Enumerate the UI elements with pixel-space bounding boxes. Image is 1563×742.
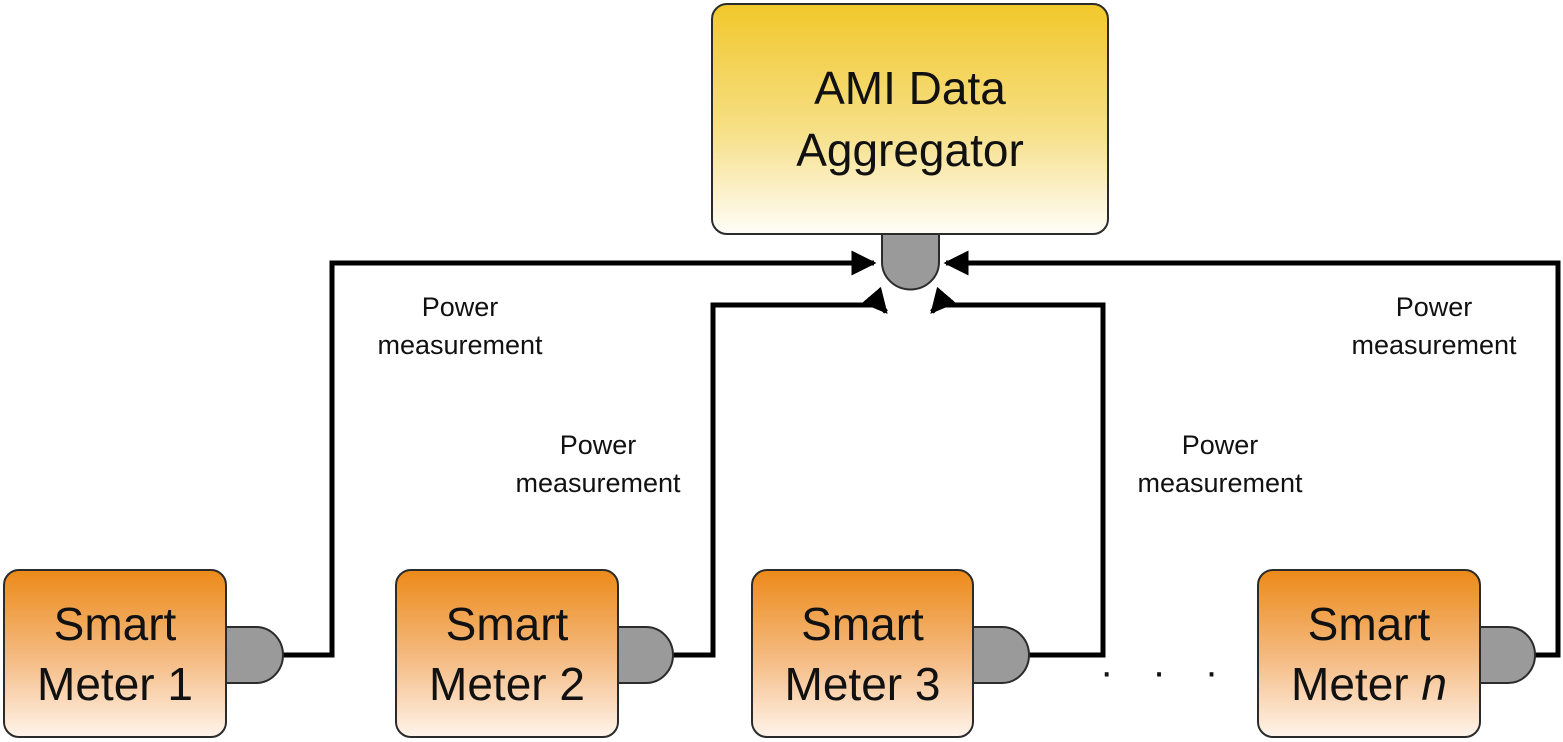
connector-meter-2 [672,286,888,658]
meter-3-port [972,626,1030,684]
meter-n-label-line2: Meter n [1291,657,1447,710]
meter-n-label-line1: Smart [1307,597,1431,650]
aggregator-label-line2: Aggregator [796,124,1024,176]
meter-3-label-line2: Meter 3 [784,657,941,710]
edge-label-meter-n: Power measurement [1351,292,1517,360]
edge-label-meter-1: Power measurement [377,292,543,360]
meter-2-index: 2 [559,657,585,710]
meter-3-index: 3 [914,657,941,710]
smart-meter-3-box: Smart Meter 3 [751,569,974,738]
meter-n-port [1479,626,1536,684]
meter-1-label-line1: Smart [53,597,177,650]
meter-2-port [617,626,674,684]
smart-meter-n-box: Smart Meter n [1257,569,1481,738]
connector-meter-1 [282,250,877,658]
smart-meter-1-box: Smart Meter 1 [3,569,227,738]
meter-1-port [225,626,284,684]
meter-1-label-line2: Meter 1 [37,657,193,710]
smart-meter-2-box: Smart Meter 2 [395,569,619,738]
aggregator-port [881,233,940,291]
edge-label-meter-3: Power measurement [1137,430,1303,498]
aggregator-label-line1: AMI Data [814,62,1006,114]
connector-meter-3 [930,286,1106,658]
meter-n-index: n [1421,657,1447,710]
meter-2-label-line1: Smart [445,597,569,650]
ami-data-aggregator-box: AMI Data Aggregator [711,3,1109,235]
connector-meter-n [943,250,1561,658]
meter-2-label-line2: Meter 2 [429,657,585,710]
ellipsis: · · · [1100,650,1233,694]
meter-1-index: 1 [167,657,193,710]
edge-label-meter-2: Power measurement [515,430,681,498]
meter-3-label-line1: Smart [801,597,924,650]
